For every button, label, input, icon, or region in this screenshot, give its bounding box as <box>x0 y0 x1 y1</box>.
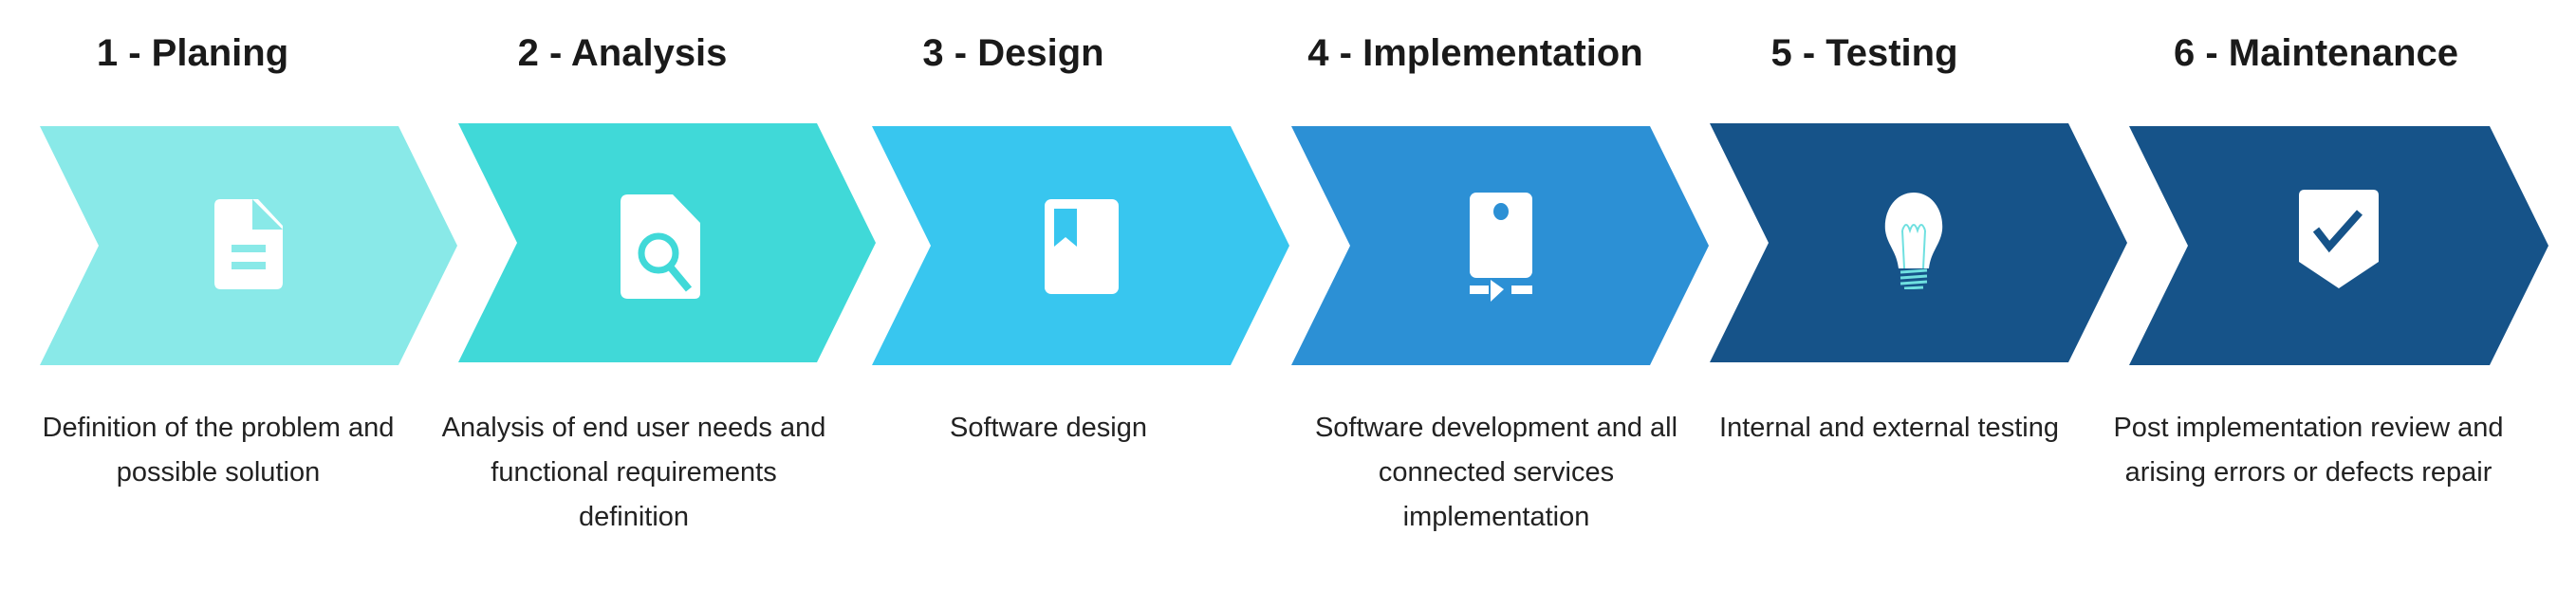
step-6-title: 6 - Maintenance <box>2173 32 2459 74</box>
step-4-description: Software development and all connected s… <box>1314 413 1678 532</box>
document-search-icon <box>621 194 700 299</box>
step-1-description: Definition of the problem and possible s… <box>42 413 395 488</box>
shield-check-icon <box>2299 190 2379 288</box>
step-5-description: Internal and external testing <box>1719 413 2059 443</box>
step-6-description: Post implementation review and arising e… <box>2113 413 2504 488</box>
server-deploy-icon <box>1470 193 1532 302</box>
step-2-description: Analysis of end user needs and functiona… <box>441 413 826 532</box>
step-2-title: 2 - Analysis <box>517 32 728 74</box>
step-4-title: 4 - Implementation <box>1307 32 1643 74</box>
bookmark-book-icon <box>1045 199 1119 294</box>
lightbulb-icon <box>1884 193 1943 289</box>
step-1-title: 1 - Planing <box>96 32 289 74</box>
step-5-title: 5 - Testing <box>1770 32 1958 74</box>
step-3-description: Software design <box>950 413 1147 443</box>
step-3-title: 3 - Design <box>922 32 1104 74</box>
document-icon <box>214 199 283 289</box>
